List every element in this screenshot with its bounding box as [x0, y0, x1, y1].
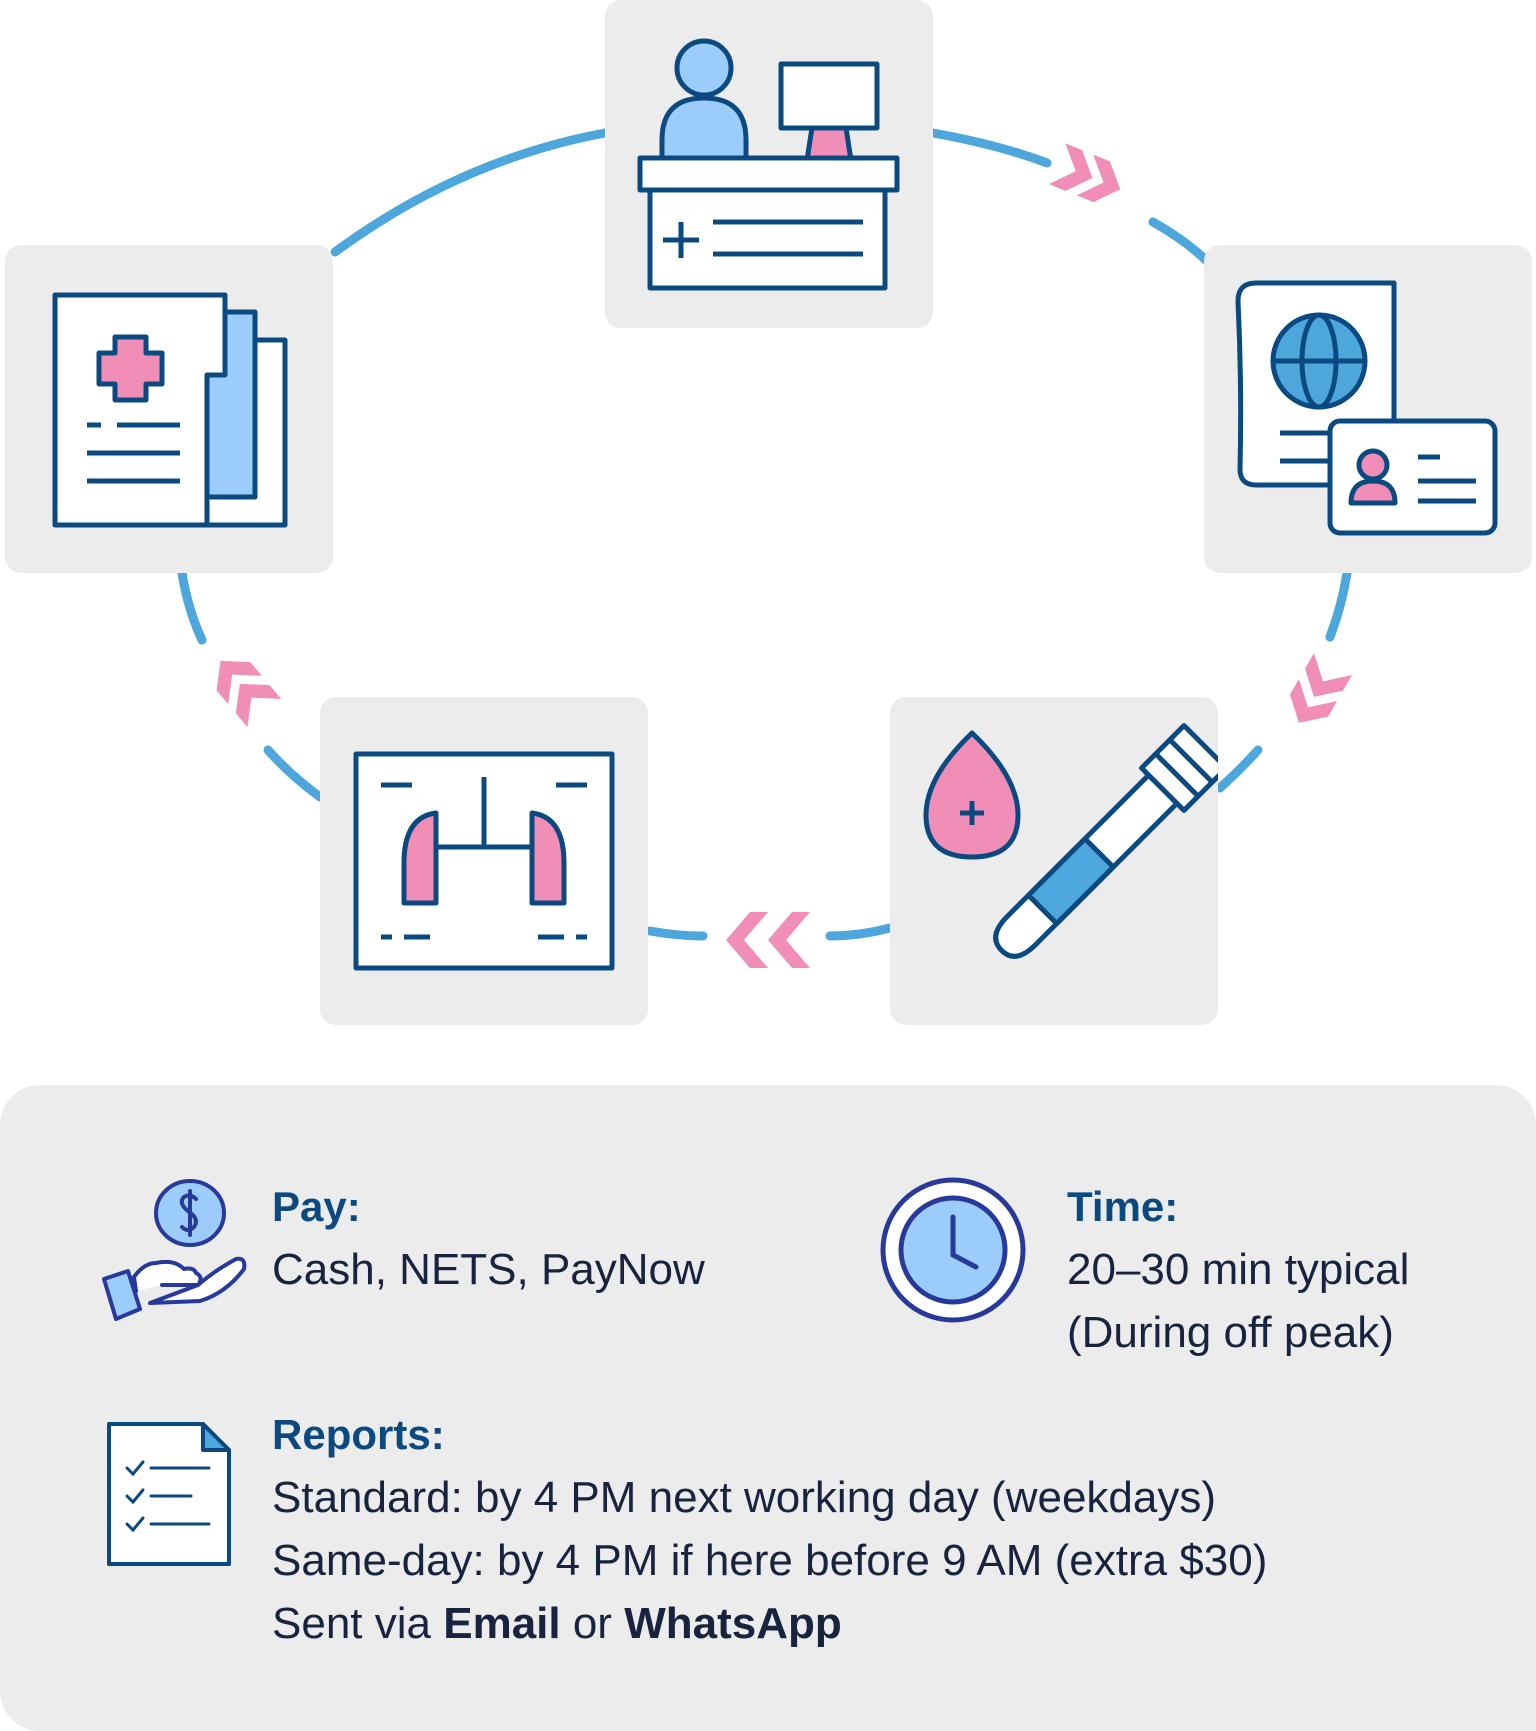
reports-same-day: Same-day: by 4 PM if here before 9 AM (e… — [272, 1536, 1268, 1585]
time-note: (During off peak) — [1067, 1308, 1394, 1357]
passport-id-card-icon — [1235, 280, 1498, 536]
time-typical: 20–30 min typical — [1067, 1245, 1410, 1294]
reception-desk-icon — [637, 38, 900, 291]
ring-segment — [263, 745, 325, 802]
channel-whatsapp: WhatsApp — [624, 1599, 842, 1648]
flow-arrow-icon — [216, 660, 282, 728]
ring-segment — [645, 926, 708, 941]
ring-segment — [928, 128, 1052, 168]
step-reception: Registration at reception counter — [605, 0, 933, 328]
delivery-prefix: Sent via — [272, 1599, 444, 1648]
step-blood-test: Blood test — [890, 697, 1218, 1025]
ring-segment — [1215, 745, 1263, 793]
pay-methods: Cash, NETS, PayNow — [272, 1245, 705, 1294]
hand-coin-dollar-icon — [102, 1179, 247, 1321]
ring-segment — [177, 568, 207, 645]
ring-segment — [825, 923, 895, 941]
ring-segment — [1148, 217, 1213, 267]
reports-heading: Reports: — [272, 1411, 445, 1458]
process-ring — [177, 128, 1353, 968]
ring-segment — [1325, 568, 1352, 642]
clock-icon — [880, 1177, 1026, 1323]
reports-delivery: Sent via Email or WhatsApp — [272, 1592, 1267, 1655]
ring-segment — [330, 128, 610, 257]
time-heading: Time: — [1067, 1183, 1179, 1230]
channel-email: Email — [443, 1599, 561, 1648]
pay-heading: Pay: — [272, 1183, 361, 1230]
flow-arrow-icon — [726, 912, 810, 968]
pay-block: Pay: Cash, NETS, PayNow — [272, 1175, 705, 1301]
step-records: Medical report / records — [5, 245, 333, 573]
step-identity: Identity verification (passport / ID car… — [1204, 245, 1532, 573]
flow-arrow-icon — [1048, 143, 1121, 203]
time-block: Time: 20–30 min typical (During off peak… — [1067, 1175, 1409, 1364]
step-xray: Chest X-ray — [320, 697, 648, 1025]
info-panel: Pay: Cash, NETS, PayNow Time: 20–30 min … — [0, 1085, 1536, 1731]
flow-arrow-icon — [1289, 653, 1353, 723]
checklist-document-icon — [107, 1422, 231, 1566]
reports-standard: Standard: by 4 PM next working day (week… — [272, 1473, 1217, 1522]
delivery-conj: or — [560, 1599, 625, 1648]
chest-xray-icon — [353, 751, 615, 971]
blood-test-tube-icon — [923, 723, 1218, 959]
reports-block: Reports: Standard: by 4 PM next working … — [272, 1403, 1267, 1655]
medical-records-icon — [52, 292, 288, 528]
